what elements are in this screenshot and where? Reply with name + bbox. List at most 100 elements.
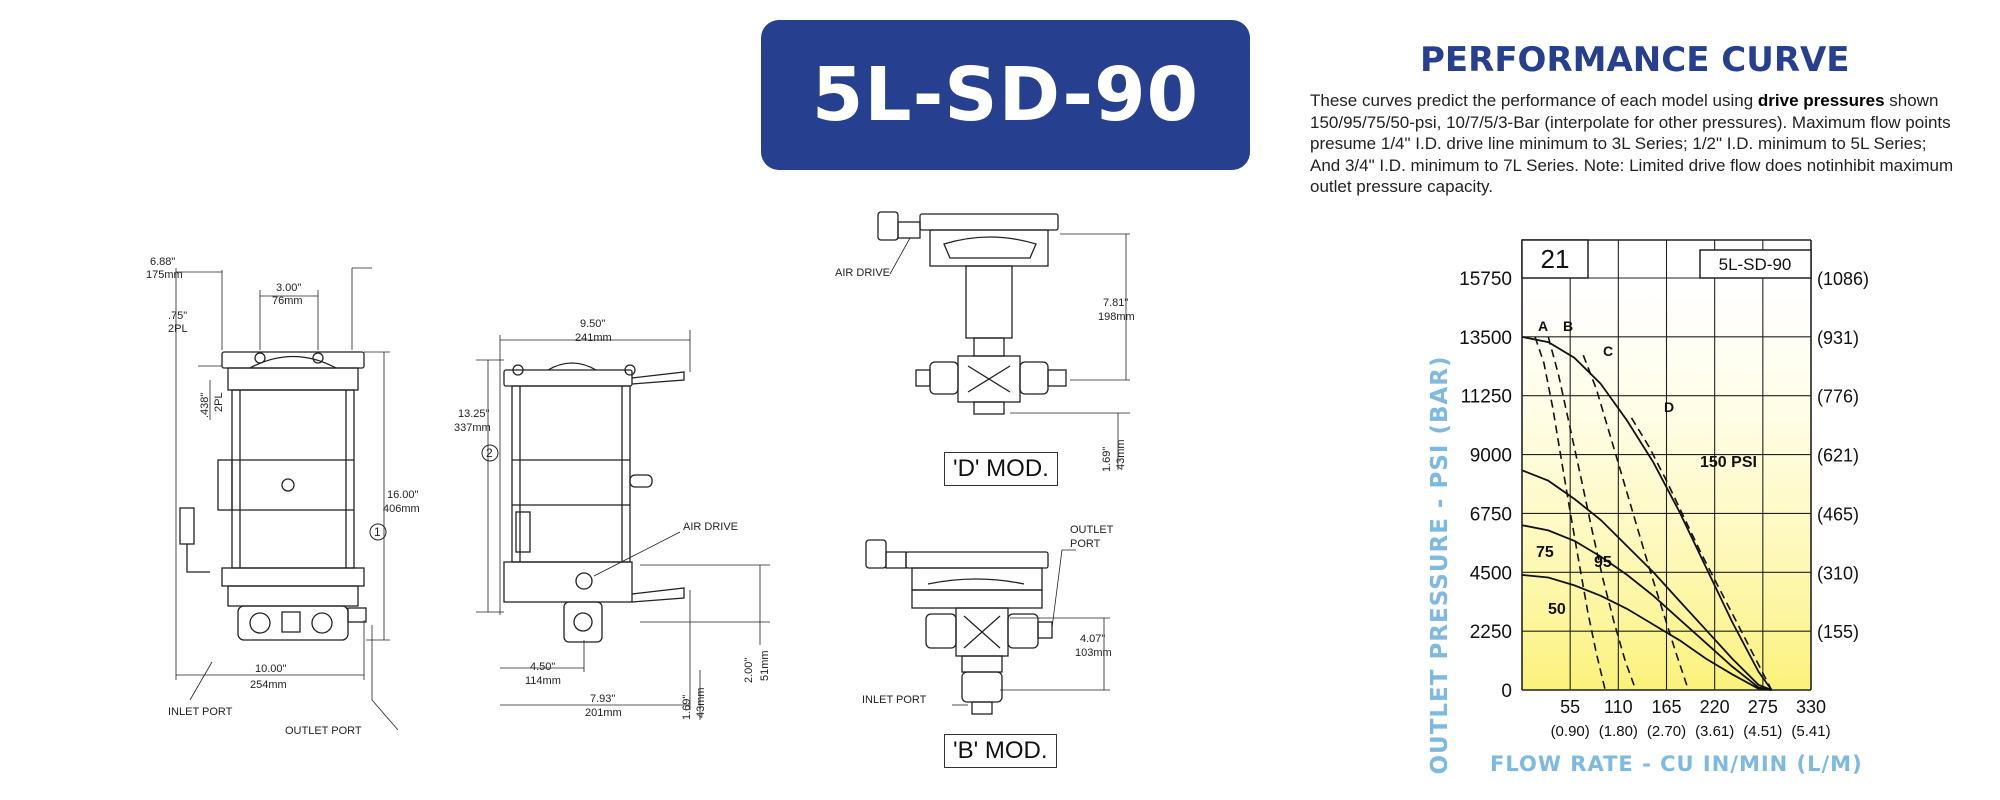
b-dome bbox=[927, 578, 1025, 585]
leader-line bbox=[889, 237, 911, 275]
series-label-a: A bbox=[1538, 318, 1548, 334]
dim-text: 2.00" bbox=[743, 658, 755, 683]
b-inlet-port-label: INLET PORT bbox=[862, 694, 927, 706]
leader-line bbox=[371, 625, 399, 731]
dim-text: 2PL bbox=[213, 392, 225, 412]
b-outlet-label-1: OUTLET bbox=[1070, 524, 1114, 536]
y-tick-label-right: (776) bbox=[1817, 387, 1859, 407]
x-tick-label: 275 bbox=[1748, 697, 1778, 717]
leader-line bbox=[593, 531, 681, 577]
chart-number: 21 bbox=[1541, 244, 1570, 274]
series-line-a bbox=[1534, 336, 1606, 691]
side-top-dome bbox=[547, 362, 597, 371]
x-tick-sublabel: (3.61) bbox=[1695, 723, 1734, 740]
dim-text: 198mm bbox=[1098, 311, 1135, 323]
series-label-b: B bbox=[1563, 318, 1573, 334]
front-muffler-pipe bbox=[186, 544, 210, 573]
dim-text: 10.00" bbox=[255, 663, 287, 675]
series-line-50 bbox=[1521, 574, 1772, 691]
callout-circle-1 bbox=[369, 523, 387, 541]
x-tick-sublabel: (5.41) bbox=[1791, 723, 1830, 740]
callout-2-text: 2 bbox=[486, 446, 493, 460]
x-tick-label: 330 bbox=[1796, 697, 1826, 717]
y-tick-label-right: (621) bbox=[1817, 446, 1859, 466]
x-tick-sublabel: (1.80) bbox=[1599, 723, 1638, 740]
front-pump-body bbox=[237, 605, 349, 641]
performance-curve-title: PERFORMANCE CURVE bbox=[1420, 40, 1850, 80]
model-box-label: 5L-SD-90 bbox=[1719, 255, 1792, 274]
front-view bbox=[175, 267, 399, 731]
side-bolt bbox=[512, 364, 524, 376]
dim-text: 254mm bbox=[250, 679, 287, 691]
b-valve-x bbox=[963, 615, 1001, 649]
y-tick-label: 0 bbox=[1501, 681, 1512, 702]
d-right-stub bbox=[1047, 369, 1067, 387]
y-tick-label-right: (931) bbox=[1817, 328, 1859, 348]
b-mod-label: 'B' MOD. bbox=[944, 734, 1057, 768]
dim-text: 2PL bbox=[168, 323, 188, 335]
dim-text: 13.25" bbox=[458, 408, 490, 420]
y-tick-label-right: (310) bbox=[1817, 563, 1859, 583]
d-air-stub bbox=[897, 221, 921, 239]
dim-text: 4.07" bbox=[1080, 633, 1105, 645]
x-tick-sublabel: (0.90) bbox=[1551, 723, 1590, 740]
x-tick-label: 55 bbox=[1560, 697, 1580, 717]
side-air-drive-port bbox=[575, 572, 593, 590]
series-label-75: 75 bbox=[1536, 544, 1554, 561]
b-mod-view bbox=[865, 539, 1110, 715]
side-handle-bottom bbox=[631, 587, 685, 603]
dim-text: .75" bbox=[168, 310, 187, 322]
perf-desc-part-2: shown 150/95/75/50-psi, 10/7/5/3-Bar (in… bbox=[1310, 91, 1954, 196]
model-title: 5L-SD-90 bbox=[811, 52, 1200, 138]
front-fitting bbox=[249, 612, 271, 634]
d-bottom-stub bbox=[973, 401, 1005, 415]
dim-text: 103mm bbox=[1075, 647, 1112, 659]
d-valve-x bbox=[967, 365, 1011, 393]
x-tick-sublabel: (4.51) bbox=[1743, 723, 1782, 740]
front-side-port bbox=[217, 459, 233, 511]
dim-text: 51mm bbox=[759, 650, 771, 681]
side-handle bbox=[631, 371, 685, 385]
dim-text: 76mm bbox=[272, 295, 303, 307]
front-fitting bbox=[311, 612, 333, 634]
front-bolt bbox=[312, 352, 324, 364]
dim-text: 201mm bbox=[585, 707, 622, 719]
chart-ticks: 15750135001125090006750450022500(1086)(9… bbox=[1459, 269, 1869, 740]
y-tick-label: 4500 bbox=[1470, 563, 1512, 584]
side-knob bbox=[629, 474, 653, 488]
x-tick-sublabel: (2.70) bbox=[1647, 723, 1686, 740]
front-valve bbox=[281, 611, 301, 633]
dim-text: 337mm bbox=[454, 422, 491, 434]
dim-text: 1.69" bbox=[1101, 447, 1113, 472]
y-tick-label: 2250 bbox=[1470, 622, 1512, 643]
y-tick-label: 15750 bbox=[1459, 269, 1512, 290]
series-line-c bbox=[1582, 354, 1690, 691]
dim-text: 241mm bbox=[575, 332, 612, 344]
front-center-mark bbox=[281, 478, 295, 492]
front-top-dome bbox=[249, 355, 337, 369]
d-mod-label: 'D' MOD. bbox=[944, 452, 1058, 486]
dim-text: 43mm bbox=[1115, 439, 1127, 470]
y-tick-label: 13500 bbox=[1459, 328, 1512, 349]
b-left-fitting bbox=[925, 613, 957, 649]
d-dome bbox=[943, 236, 1037, 259]
b-outlet-label-2: PORT bbox=[1070, 538, 1101, 550]
y-tick-label: 6750 bbox=[1470, 504, 1512, 525]
y-tick-label-right: (465) bbox=[1817, 504, 1859, 524]
air-drive-label: AIR DRIVE bbox=[683, 521, 738, 533]
dim-text: 406mm bbox=[383, 503, 420, 515]
leader-line bbox=[189, 661, 213, 701]
front-bolt bbox=[254, 352, 266, 364]
x-tick-label: 220 bbox=[1700, 697, 1730, 717]
y-axis-title: OUTLET PRESSURE - PSI (BAR) bbox=[1427, 355, 1453, 775]
inlet-port-label: INLET PORT bbox=[168, 706, 233, 718]
perf-desc-bold: drive pressures bbox=[1757, 91, 1885, 110]
side-pump-body bbox=[563, 601, 603, 643]
series-label-c: C bbox=[1603, 343, 1613, 359]
y-tick-label-right: (155) bbox=[1817, 622, 1859, 642]
side-muffler bbox=[515, 511, 531, 553]
dim-text: 43mm bbox=[695, 687, 707, 718]
model-box bbox=[1699, 249, 1812, 279]
d-left-stub bbox=[915, 369, 931, 387]
